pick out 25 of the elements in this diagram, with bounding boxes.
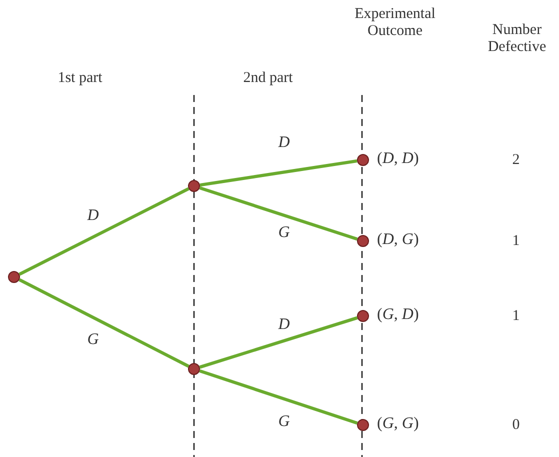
- branch-point: [188, 363, 200, 375]
- outcome-label: (D, D): [377, 150, 419, 168]
- branch-point: [357, 154, 369, 166]
- column-heading: 1st part: [58, 70, 102, 88]
- branch-point: [357, 235, 369, 247]
- tree-branch: [18, 187, 190, 276]
- tree-branch: [18, 278, 190, 368]
- defect-count: 1: [512, 233, 520, 250]
- tree-branch: [199, 186, 358, 241]
- tree-branch: [199, 369, 358, 425]
- column-heading: 2nd part: [243, 70, 293, 88]
- tree-branch: [200, 159, 358, 187]
- defect-count: 0: [512, 417, 520, 434]
- branch-point: [357, 310, 369, 322]
- defect-count: 2: [512, 152, 520, 170]
- column-heading: Number Defective: [486, 22, 548, 56]
- defect-count: 1: [512, 308, 520, 326]
- branch-point: [188, 180, 200, 192]
- column-heading: Experimental Outcome: [354, 6, 436, 40]
- outcome-label: (G, D): [377, 306, 419, 324]
- outcome-label: (G, G): [377, 415, 419, 434]
- branch-point: [8, 271, 20, 283]
- outcome-label: (D, G): [377, 231, 419, 250]
- tree-branch: [199, 316, 358, 369]
- branch-point: [357, 419, 369, 431]
